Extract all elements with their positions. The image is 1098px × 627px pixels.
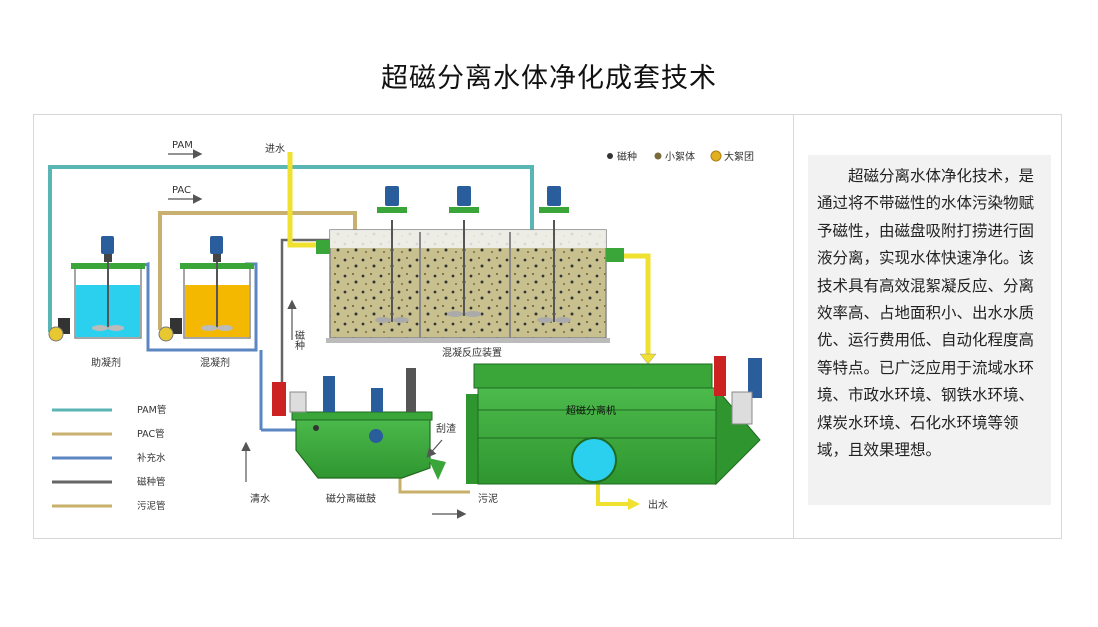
pipe-legend-label: PAC管 (137, 428, 165, 440)
pipe-legend-label: 磁种管 (137, 476, 166, 488)
magnet-seed-pipe (280, 238, 330, 392)
sludge-label: 污泥 (478, 492, 498, 505)
pipe-legend-label: PAM管 (137, 404, 166, 416)
clean-water-label: 清水 (250, 492, 270, 505)
drum-label: 磁分离磁鼓 (326, 492, 376, 505)
coagulant-aid-tank (71, 236, 145, 339)
scraping-label: 刮渣 (436, 422, 456, 435)
pac-label: PAC (172, 185, 191, 196)
sludge-pipe (398, 478, 470, 494)
separator-label: 超磁分离机 (566, 404, 616, 417)
pipe-legend-label: 补充水 (137, 452, 166, 464)
coagulation-reactor (316, 186, 624, 343)
description-text: 超磁分离水体净化技术，是通过将不带磁性的水体污染物赋予磁性，由磁盘吸附打捞进行固… (817, 167, 1035, 460)
magnetic-separation-drum (272, 368, 446, 480)
pipe-legend: PAM管 PAC管 补充水 磁种管 污泥管 (52, 404, 166, 512)
pam-label: PAM (172, 140, 193, 151)
coagulant-tank (180, 236, 254, 339)
pac-dosing-pump (158, 318, 182, 342)
particle-legend-label: 磁种 (617, 150, 637, 163)
outlet-label: 出水 (648, 498, 668, 511)
page-title: 超磁分离水体净化成套技术 (381, 63, 717, 94)
inlet-pipe (287, 152, 320, 248)
pac-pipe (158, 211, 357, 330)
reactor-label: 混凝反应装置 (442, 346, 502, 359)
pam-dosing-pump (48, 318, 70, 342)
inlet-label: 进水 (265, 143, 285, 155)
coagulant-aid-label: 助凝剂 (91, 356, 121, 369)
particle-legend: 磁种 小絮体 大絮团 (607, 150, 754, 163)
particle-legend-label: 小絮体 (665, 150, 695, 163)
frame-divider (793, 114, 794, 539)
diagram-frame (33, 114, 1062, 539)
coagulant-label: 混凝剂 (200, 356, 230, 369)
super-magnetic-separator (466, 356, 762, 486)
description-box: 超磁分离水体净化技术，是通过将不带磁性的水体污染物赋予磁性，由磁盘吸附打捞进行固… (808, 155, 1051, 505)
pipe-legend-label: 污泥管 (137, 500, 166, 512)
reactor-outlet-pipe (624, 253, 651, 356)
magnet-seed-vertical-label: 磁种 (293, 329, 305, 351)
particle-legend-label: 大絮团 (724, 150, 754, 163)
